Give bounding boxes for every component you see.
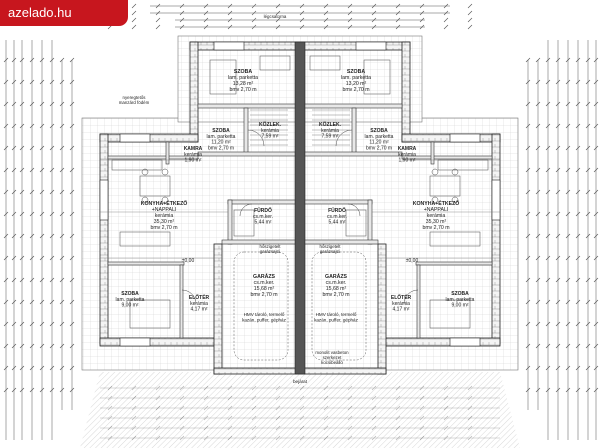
level-marker-right: ±0,00 — [406, 258, 419, 264]
top-dimension-chains — [150, 5, 450, 28]
stair-lines — [250, 109, 350, 146]
right-dimension-chains — [527, 40, 597, 440]
furniture — [111, 55, 489, 329]
inner-walls — [107, 103, 493, 339]
party-wall — [294, 41, 306, 375]
driveway-hatch — [80, 372, 520, 448]
door-swings — [181, 129, 419, 305]
top-note: légcsatorna — [264, 14, 287, 19]
windows — [99, 41, 501, 347]
garage-cars — [233, 251, 367, 361]
entrance-label: bejárat — [293, 379, 308, 384]
internal-dimension-lines — [100, 159, 500, 259]
level-marker-left: ±0,00 — [182, 258, 195, 264]
watermark-logo: azelado.hu — [0, 0, 128, 26]
left-dimension-chains — [5, 40, 73, 440]
